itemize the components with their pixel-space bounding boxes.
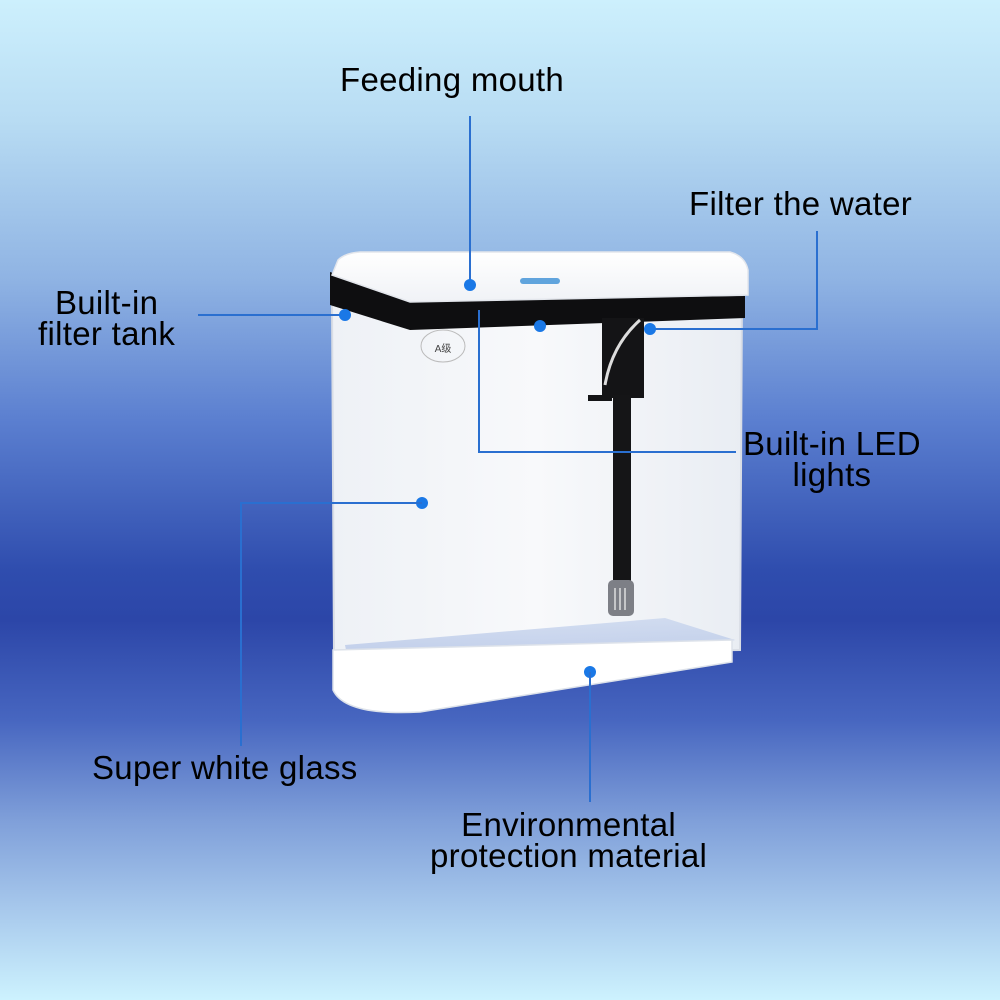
label-feeding-mouth: Feeding mouth <box>340 61 565 98</box>
tank-base <box>332 639 733 714</box>
leader-material <box>589 672 591 802</box>
label-material-line1: Environmental <box>461 806 676 843</box>
label-filter-water: Filter the water <box>689 185 913 222</box>
leader-filter-tank <box>198 314 345 316</box>
quality-badge <box>420 329 466 363</box>
dot-filter-water <box>644 323 656 335</box>
label-led-line1: Built-in LED <box>743 425 921 462</box>
label-filter-tank-line1: Built-in <box>54 284 159 321</box>
dot-filter-tank <box>339 309 351 321</box>
label-filter-tank-line2: filter tank <box>38 315 176 352</box>
label-environmental-material: Environmental protection material <box>430 806 708 874</box>
leader-led-h <box>478 451 736 453</box>
leader-filter-water <box>816 231 818 329</box>
leader-feeding <box>469 116 471 284</box>
filter-head <box>602 318 644 398</box>
leader-glass-h <box>240 502 422 504</box>
lid-trim <box>330 272 745 330</box>
leader-filter-water-h <box>650 328 818 330</box>
glass-body <box>330 294 744 657</box>
label-led-lights: Built-in LED lights <box>743 425 921 493</box>
leader-glass-v <box>240 502 242 746</box>
dot-led-strip <box>534 320 546 332</box>
dot-feeding <box>464 279 476 291</box>
filter-pipe <box>613 395 631 585</box>
label-led-line2: lights <box>792 456 872 493</box>
badge-text: A级 <box>435 343 452 355</box>
tank-lid <box>331 251 749 303</box>
leader-led-v <box>478 310 480 452</box>
dot-glass <box>416 497 428 509</box>
label-material-line2: protection material <box>430 837 708 874</box>
label-filter-tank: Built-in filter tank <box>38 284 176 352</box>
label-super-white-glass: Super white glass <box>92 749 358 786</box>
filter-intake <box>608 580 634 616</box>
